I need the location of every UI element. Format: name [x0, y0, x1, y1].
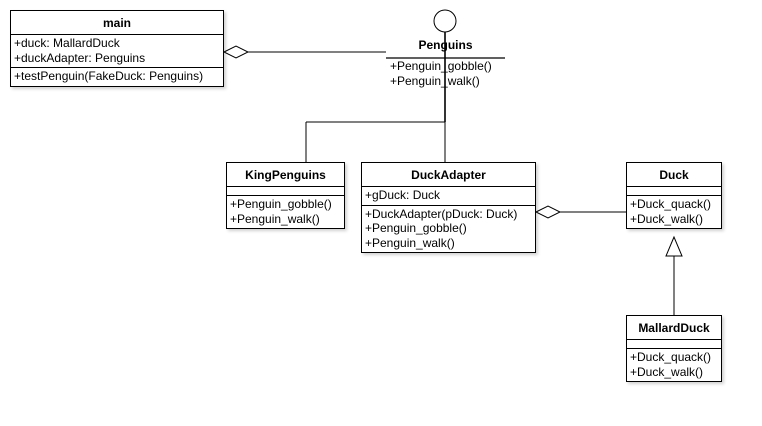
class-name: KingPenguins	[227, 163, 344, 187]
attribute-section	[227, 187, 344, 195]
class-name: Duck	[627, 163, 721, 187]
operation: +DuckAdapter(pDuck: Duck)	[365, 206, 518, 221]
operation: +Penguin_gobble()	[230, 197, 332, 211]
operation-section: +Penguin_gobble() +Penguin_walk()	[227, 195, 344, 228]
class-main[interactable]: main +duck: MallardDuck +duckAdapter: Pe…	[10, 10, 224, 87]
attribute: +gDuck: Duck	[365, 188, 441, 202]
operation-section: +testPenguin(FakeDuck: Penguins)	[11, 67, 223, 86]
class-duckadapter[interactable]: DuckAdapter +gDuck: Duck +DuckAdapter(pD…	[361, 162, 536, 253]
penguins-interface-icon	[433, 9, 457, 33]
operation: +testPenguin(FakeDuck: Penguins)	[14, 69, 204, 83]
operation: +Duck_walk()	[630, 364, 704, 379]
attribute-section	[627, 340, 721, 348]
operation: +Penguin_gobble()	[390, 59, 492, 73]
duckadapter-aggregation-diamond	[534, 205, 562, 219]
attribute-section	[627, 187, 721, 195]
main-aggregation-diamond	[222, 45, 250, 59]
attribute: +duck: MallardDuck	[14, 36, 120, 50]
interface-name: Penguins	[418, 38, 473, 52]
operation: +Penguin_gobble()	[365, 221, 467, 235]
operation: +Duck_quack()	[630, 197, 712, 211]
operation: +Penguin_walk()	[365, 235, 455, 250]
generalization-arrowhead	[665, 235, 683, 257]
class-mallardduck[interactable]: MallardDuck +Duck_quack() +Duck_walk()	[626, 315, 722, 382]
operation: +Penguin_walk()	[390, 73, 480, 88]
operation-section: +Duck_quack() +Duck_walk()	[627, 195, 721, 228]
operation-section: +Duck_quack() +Duck_walk()	[627, 348, 721, 381]
attribute-section: +duck: MallardDuck +duckAdapter: Penguin…	[11, 35, 223, 67]
class-name: MallardDuck	[627, 316, 721, 340]
class-name: DuckAdapter	[362, 163, 535, 187]
class-duck[interactable]: Duck +Duck_quack() +Duck_walk()	[626, 162, 722, 229]
class-name: main	[11, 11, 223, 35]
attribute: +duckAdapter: Penguins	[14, 50, 146, 65]
operation: +Duck_quack()	[630, 350, 712, 364]
interface-penguins[interactable]: Penguins +Penguin_gobble() +Penguin_walk…	[386, 34, 505, 88]
class-kingpenguins[interactable]: KingPenguins +Penguin_gobble() +Penguin_…	[226, 162, 345, 229]
attribute-section: +gDuck: Duck	[362, 187, 535, 205]
operation: +Penguin_walk()	[230, 211, 320, 226]
operation-section: +Penguin_gobble() +Penguin_walk()	[386, 56, 505, 88]
operation-section: +DuckAdapter(pDuck: Duck) +Penguin_gobbl…	[362, 204, 535, 253]
operation: +Duck_walk()	[630, 211, 704, 226]
